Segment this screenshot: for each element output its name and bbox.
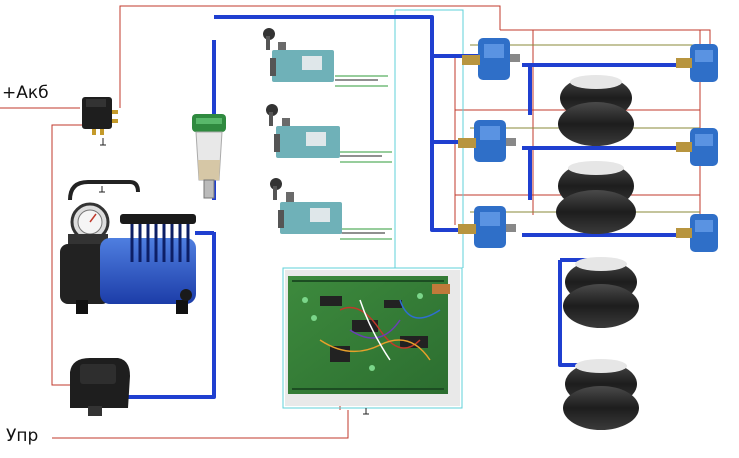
switch-wires xyxy=(335,75,392,240)
solenoid-valve-icon xyxy=(458,120,516,162)
relay-icon xyxy=(82,97,118,135)
limit-switch-icon xyxy=(270,178,342,234)
control-label: Упр xyxy=(6,426,39,446)
battery-label: +Акб xyxy=(2,83,49,103)
solenoid-valve-icon xyxy=(458,206,516,248)
inline-air-filter-icon xyxy=(192,114,226,199)
air-spring-bellows-icon xyxy=(563,257,639,328)
limit-switch-icon xyxy=(266,104,340,158)
ground-ticks xyxy=(99,138,369,415)
signal-wires-teal xyxy=(282,9,464,409)
air-spring-bellows-icon xyxy=(558,75,634,146)
pressure-switch-icon xyxy=(70,358,130,416)
solenoid-valve-icon xyxy=(462,38,520,80)
air-compressor-icon xyxy=(60,180,196,314)
air-spring-bellows-icon xyxy=(563,359,639,430)
controller-pcb-icon xyxy=(285,270,460,406)
limit-switch-icon xyxy=(263,28,334,82)
solenoid-valve-icon xyxy=(676,214,718,252)
solenoid-valve-icon xyxy=(676,128,718,166)
solenoid-valve-icon xyxy=(676,44,718,82)
air-spring-bellows-icon xyxy=(556,161,636,234)
